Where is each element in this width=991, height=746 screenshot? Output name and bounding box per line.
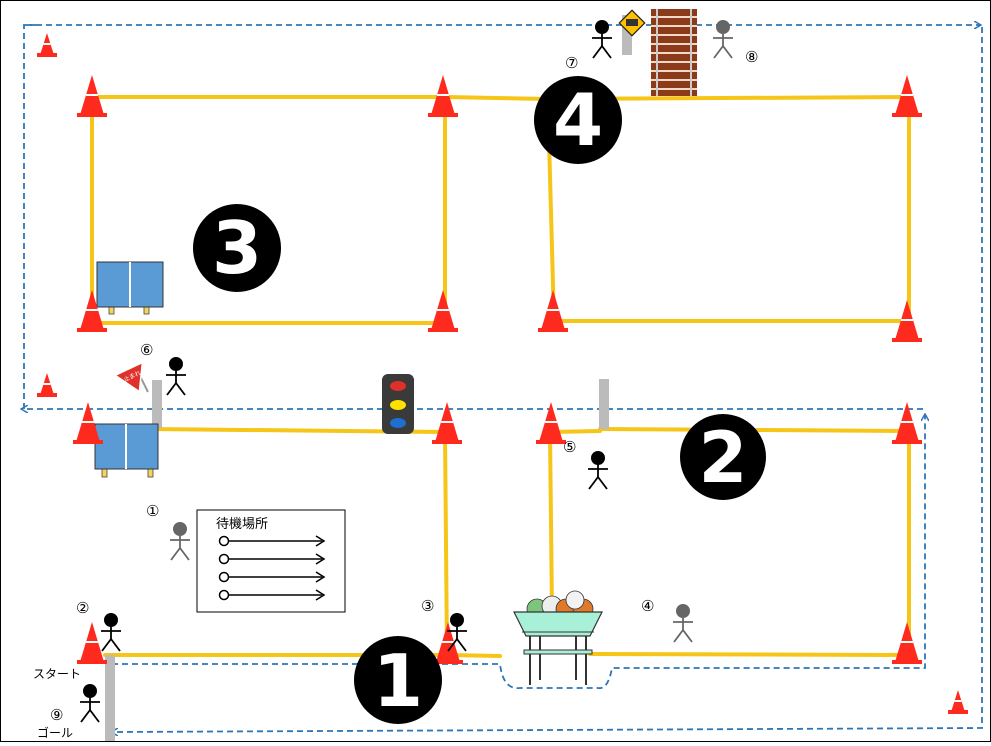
station-label-5: ⑤: [563, 438, 576, 456]
zone-2-number: 2: [699, 417, 748, 499]
station-label-8: ⑧: [745, 48, 758, 66]
traffic-light-red: [390, 381, 406, 391]
cone-icon: [37, 33, 57, 57]
table-zone-3: [96, 261, 164, 315]
zone-badge-1: 1: [354, 636, 442, 724]
waiting-area: 待機場所: [196, 509, 346, 613]
cone-icon: [892, 75, 922, 117]
person-icon-st2: [101, 613, 121, 652]
cone-icon: [892, 622, 922, 664]
cone-icon: [73, 402, 103, 444]
station-label-2: ②: [76, 599, 89, 617]
person-icon-st3: [447, 613, 467, 652]
zone-4-boundary: [443, 94, 911, 323]
cone-icon: [892, 300, 922, 342]
table-lower-left: [94, 423, 159, 478]
railroad-track: [651, 9, 697, 96]
station-label-7: ⑦: [565, 54, 578, 72]
cone-icon: [538, 290, 568, 332]
person-icon-st4: [673, 604, 693, 643]
route-start-segment: [112, 415, 925, 690]
cone-icon: [892, 402, 922, 444]
zone-1-boundary: [103, 427, 450, 657]
cone-icon: [432, 402, 462, 444]
zone-badge-4: 4: [534, 76, 622, 164]
zone-badge-3: 3: [193, 204, 281, 292]
station-label-4: ④: [641, 597, 654, 615]
people: [80, 20, 733, 723]
station-label-3: ③: [421, 597, 434, 615]
ball-cart: [513, 590, 603, 685]
station-labels: ① ② ③ ④ ⑤ ⑥ ⑦ ⑧ ⑨: [50, 48, 758, 724]
cone-icon: [77, 290, 107, 332]
station-label-6: ⑥: [140, 341, 153, 359]
zone-1-number: 1: [373, 639, 423, 723]
cone-icon: [948, 690, 968, 714]
person-icon-st7: [592, 20, 612, 59]
person-icon-st9: [80, 684, 100, 723]
person-icon-st6: [166, 357, 186, 396]
route-left-segment: [23, 24, 40, 409]
goal-label: ゴール: [37, 725, 73, 740]
waiting-lanes: [218, 535, 326, 601]
cone-icon: [428, 290, 458, 332]
waiting-area-title: 待機場所: [216, 517, 268, 532]
station-label-9: ⑨: [50, 706, 63, 724]
zone-badge-2: 2: [680, 414, 766, 500]
warning-icon: [618, 9, 646, 37]
gate-post-mid: [599, 379, 609, 429]
cone-icon: [428, 75, 458, 117]
traffic-light-yellow: [390, 400, 406, 410]
route-return-segment: [112, 27, 983, 732]
traffic-light-blue: [390, 418, 406, 428]
stop-sign: 止まれ: [113, 361, 149, 393]
cone-icon: [77, 75, 107, 117]
person-icon-st1: [170, 522, 190, 561]
start-line-post: [105, 655, 115, 741]
zone-2-left-boundary: [548, 430, 554, 614]
traffic-light: [382, 374, 414, 434]
zone-3-number: 3: [212, 206, 262, 290]
cones: [37, 33, 968, 714]
gate-post-left: [152, 380, 162, 428]
start-label: スタート: [33, 667, 81, 681]
route-path: [22, 24, 983, 732]
cone-icon: [536, 402, 566, 444]
person-icon-st5: [588, 451, 608, 490]
cone-icon: [37, 373, 57, 397]
zone-4-number: 4: [553, 78, 603, 162]
station-label-1: ①: [146, 502, 159, 520]
cone-icon: [433, 622, 463, 664]
person-icon-st8: [713, 20, 733, 59]
cone-icon: [77, 622, 107, 664]
gate-post-top: [622, 15, 632, 55]
